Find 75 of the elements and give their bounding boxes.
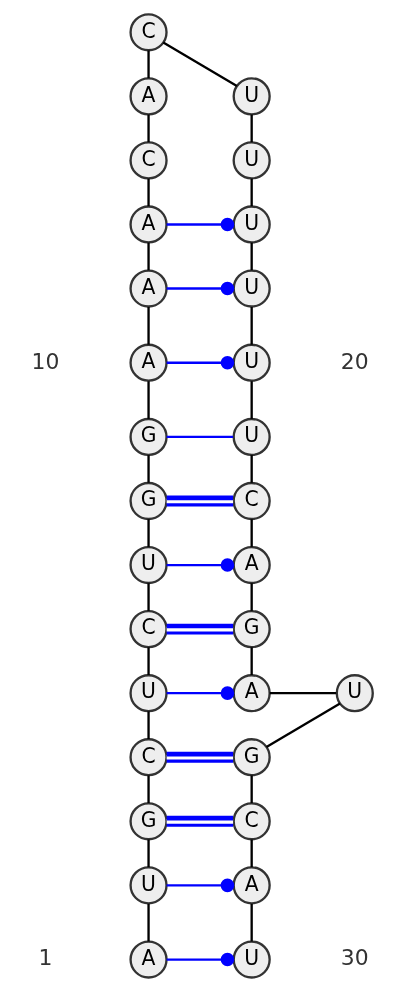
- connector: [146, 711, 150, 739]
- node-circle: U: [335, 674, 374, 713]
- node-circle: G: [128, 802, 168, 841]
- node-circle: U: [128, 674, 168, 713]
- connector: [265, 702, 341, 748]
- connector: [146, 519, 150, 547]
- connector: [250, 306, 253, 345]
- node-circle: A: [232, 866, 271, 905]
- connector: [146, 903, 150, 942]
- connector: [166, 495, 233, 507]
- node-circle: C: [128, 141, 168, 180]
- connector: [146, 242, 150, 271]
- node-circle: A: [232, 545, 271, 585]
- connector: [146, 647, 150, 675]
- connector: [250, 647, 253, 675]
- node-circle: U: [232, 343, 271, 382]
- node-circle: C: [232, 481, 271, 521]
- connector: [166, 355, 234, 370]
- node-circle: U: [232, 269, 271, 308]
- connector: [146, 306, 150, 345]
- connector: [166, 952, 234, 967]
- connector: [146, 178, 150, 207]
- connector: [166, 686, 234, 700]
- connector: [250, 583, 253, 611]
- label: 20: [340, 348, 369, 374]
- node-circle: U: [232, 205, 271, 244]
- connector: [250, 381, 253, 419]
- node-circle: A: [128, 77, 168, 116]
- node-circle: U: [232, 417, 271, 457]
- node-circle: G: [128, 481, 168, 521]
- connector: [146, 775, 150, 804]
- node-circle: C: [128, 738, 168, 777]
- connector: [166, 558, 234, 572]
- node-circle: G: [232, 738, 271, 777]
- connector: [250, 519, 253, 547]
- label: 30: [340, 945, 369, 971]
- node-circle: A: [128, 269, 168, 308]
- connector: [166, 623, 233, 635]
- connector: [250, 839, 253, 868]
- node-circle: U: [232, 141, 271, 180]
- node-circle: A: [128, 940, 168, 979]
- connector: [166, 435, 233, 439]
- connector: [146, 381, 150, 419]
- connector: [166, 815, 233, 827]
- connector: [250, 775, 253, 804]
- connector: [166, 217, 234, 232]
- node-circle: C: [128, 610, 168, 649]
- connector: [146, 50, 150, 79]
- connector: [166, 281, 234, 296]
- connector: [166, 878, 234, 893]
- label: 1: [37, 945, 52, 971]
- node-circle: C: [128, 13, 168, 52]
- connector: [166, 751, 233, 763]
- node-circle: U: [128, 545, 168, 585]
- connector: [250, 242, 253, 271]
- node-circle: U: [232, 940, 271, 979]
- node-circle: G: [232, 610, 271, 649]
- node-circle: C: [232, 802, 271, 841]
- connector: [250, 903, 253, 942]
- connector: [146, 114, 150, 143]
- connector: [250, 455, 253, 483]
- connector: [146, 583, 150, 611]
- connector: [146, 455, 150, 483]
- connector: [269, 692, 336, 695]
- connector: [250, 178, 253, 207]
- node-circle: A: [128, 205, 168, 244]
- connector: [146, 839, 150, 868]
- node-circle: A: [232, 674, 271, 713]
- node-circle: U: [232, 77, 271, 116]
- connector: [250, 114, 253, 143]
- node-circle: G: [128, 417, 168, 457]
- node-circle: A: [128, 343, 168, 382]
- connector: [162, 41, 237, 88]
- node-circle: U: [128, 866, 168, 905]
- label: 10: [31, 348, 59, 374]
